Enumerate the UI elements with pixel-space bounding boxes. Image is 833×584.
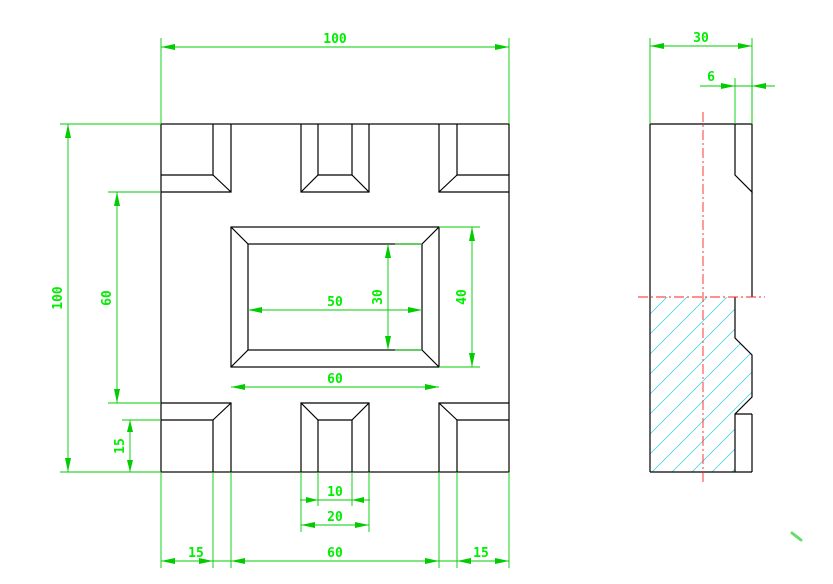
stray-mark [790, 531, 803, 542]
dim-text-frame-outer-width: 60 [327, 372, 343, 387]
outer-block [160, 123, 510, 473]
dim-text-slot-outer: 20 [327, 510, 343, 525]
dim-bottom-slot: 15 [113, 419, 161, 472]
dim-text-bottom-right: 15 [473, 546, 489, 561]
side-profile [649, 123, 753, 473]
dim-text-frame-outer-height: 40 [455, 289, 470, 305]
dim-frame-width: 50 [248, 295, 422, 313]
pocket-top-middle [300, 124, 370, 193]
pocket-bottom-middle [300, 402, 370, 472]
dim-slot-inner: 10 [300, 472, 370, 506]
dim-frame-outer-height: 40 [439, 226, 480, 368]
dim-text-bottom-left: 15 [188, 546, 204, 561]
front-view [160, 123, 510, 473]
dim-text-frame-inner-height: 30 [371, 289, 386, 305]
dim-text-bottom-slot: 15 [113, 438, 128, 454]
dim-side-depth: 6 [700, 70, 775, 124]
section-hatch [650, 297, 752, 472]
pocket-bottom-right [438, 402, 509, 472]
side-view [638, 112, 765, 484]
dim-text-side-depth: 6 [707, 70, 715, 85]
dim-inner-height: 60 [100, 191, 161, 404]
pocket-top-right [438, 124, 509, 193]
dim-left-height: 100 [51, 123, 161, 473]
dim-text-frame-width: 50 [327, 295, 343, 310]
dim-frame-inner-height: 30 [371, 243, 422, 351]
dim-text-left-height: 100 [51, 286, 66, 310]
dim-text-inner-height: 60 [100, 290, 115, 306]
dim-slot-outer: 20 [300, 472, 370, 532]
dim-bottom-chain: 15 60 15 [160, 472, 510, 568]
dim-text-top-width: 100 [323, 32, 347, 47]
dim-text-slot-inner: 10 [327, 485, 343, 500]
dim-text-bottom-mid: 60 [327, 546, 343, 561]
pocket-bottom-left [161, 402, 232, 472]
central-frame [230, 226, 440, 368]
dimensions: 100 30 6 100 [51, 31, 775, 568]
pocket-top-left [161, 124, 232, 193]
dim-text-side-width: 30 [693, 31, 709, 46]
dim-top-width: 100 [160, 32, 510, 124]
dim-frame-outer-width: 60 [231, 372, 439, 390]
dim-side-width: 30 [649, 31, 753, 124]
